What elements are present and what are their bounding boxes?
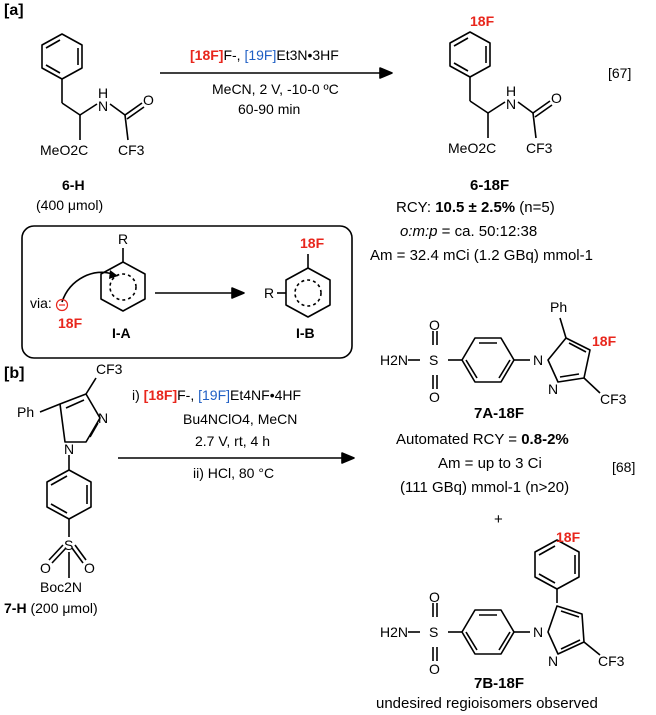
p7b-h2n: H2N [380, 624, 409, 640]
reagent-f19-tail-b: Et4NF•4HF [230, 387, 302, 403]
prod-6f-nh: H [506, 83, 517, 99]
reagents-a: [18F]F-, [19F]Et3N•3HF [190, 47, 339, 63]
reagent-f18-tail-a: F- [223, 47, 237, 63]
p7a-n2: N [548, 381, 559, 397]
reagent-f18-a: [18F] [190, 47, 224, 63]
mechanism-box [21, 225, 353, 359]
sm-7h-structure [39, 377, 101, 578]
molar-activity-b-1: Am = up to 3 Ci [438, 455, 542, 472]
sm-7h-s: S [64, 537, 74, 553]
p7b-f: 18F [556, 529, 581, 545]
p7a-label: 7A-18F [474, 405, 525, 422]
sm-7h-n2: N [98, 410, 109, 426]
sm-7h-o2: O [84, 560, 95, 576]
reagent-f19-b: [19F] [198, 387, 231, 403]
omp-value: = ca. 50:12:38 [437, 223, 538, 240]
sm-7h-label: 7-H [4, 600, 27, 616]
regioisomer-note: undesired regioisomers observed [376, 695, 598, 712]
mech-r: R [118, 231, 129, 247]
ref-67: [67] [608, 65, 632, 81]
conditions-a-2: 60-90 min [238, 101, 301, 117]
reagent-f19-tail-a: Et3N•3HF [276, 47, 339, 63]
molar-activity-b-2: (111 GBq) mmol-1 (n>20) [400, 479, 570, 496]
reagents-b: i) [18F]F-, [19F]Et4NF•4HF [132, 387, 302, 403]
sm-7h-cf3: CF3 [96, 361, 123, 377]
rcy-a-prefix: RCY: [396, 199, 436, 216]
p7a-o1: O [429, 317, 440, 333]
p7a-ph: Ph [550, 299, 568, 315]
prod-6f-ester: MeO2C [448, 140, 497, 156]
p7b-o2: O [429, 661, 440, 677]
intermediate-ia [55, 248, 146, 312]
conditions-b-1: Bu4NClO4, MeCN [183, 411, 298, 427]
panel-a-label: [a] [4, 2, 24, 19]
panel-b-label: [b] [4, 365, 25, 382]
rcy-b: Automated RCY = 0.8-2% [396, 432, 569, 447]
sm-7h-amount: (200 μmol) [30, 600, 98, 616]
rcy-b-value: 0.8-2% [521, 431, 569, 448]
rcy-a: RCY: 10.5 ± 2.5% (n=5) [396, 200, 555, 215]
p7b-cf3: CF3 [598, 653, 625, 669]
sm-6h-amount: (400 μmol) [36, 197, 104, 213]
prod-6f-n: N [506, 96, 517, 112]
mech-ib-label: I-B [296, 325, 315, 341]
sm-6h-nh: H [98, 85, 109, 101]
sm-6h-structure [41, 33, 145, 141]
sm-6h-o: O [143, 92, 154, 108]
reagent-f18-tail-b: F- [177, 387, 191, 403]
p7a-s: S [429, 352, 439, 368]
arrow-b [118, 452, 355, 464]
mech-via: via: [30, 295, 52, 311]
sm-7h-o1: O [40, 560, 51, 576]
sm-7h-ph: Ph [17, 404, 35, 420]
molar-activity-a: Am = 32.4 mCi (1.2 GBq) mmol-1 [370, 247, 593, 264]
reagent-f19-a: [19F] [244, 47, 277, 63]
p7b-n2: N [548, 653, 559, 669]
conditions-a-1: MeCN, 2 V, -10-0 ºC [212, 81, 339, 97]
plus-sign: + [494, 511, 503, 528]
p7a-f: 18F [592, 333, 617, 349]
prod-6f-f: 18F [470, 13, 495, 29]
mech-r2: R [264, 285, 275, 301]
mech-fluoride: 18F [58, 315, 83, 331]
prod-6f-structure [449, 31, 553, 139]
omp-ratio: o:m:p = ca. 50:12:38 [400, 224, 537, 239]
ref-68: [68] [612, 459, 636, 475]
p7b-label: 7B-18F [474, 675, 525, 692]
mechanism-arrow [155, 287, 245, 299]
mech-prod-f: 18F [300, 235, 325, 251]
p7a-h2n: H2N [380, 352, 409, 368]
prod-6f-label: 6-18F [470, 177, 510, 194]
rcy-a-value: 10.5 ± 2.5% [435, 199, 516, 216]
prod-6f-o: O [551, 90, 562, 106]
p7b-s: S [429, 624, 439, 640]
sm-7h-caption: 7-H (200 μmol) [4, 601, 98, 615]
sm-7h-n1: N [64, 441, 75, 457]
sm-6h-n: N [98, 98, 109, 114]
p7b-n1: N [533, 624, 544, 640]
rcy-b-prefix: Automated RCY = [396, 431, 522, 448]
sm-6h-label: 6-H [62, 177, 85, 193]
sm-6h-ester: MeO2C [40, 142, 89, 158]
omp-prefix: o:m:p [400, 223, 438, 240]
p7b-o1: O [429, 589, 440, 605]
step1-prefix: i) [132, 387, 144, 403]
intermediate-ib [277, 254, 331, 318]
p7a-cf3: CF3 [600, 391, 627, 407]
conditions-b-2: 2.7 V, rt, 4 h [195, 433, 270, 449]
prod-7a-structure [408, 317, 601, 394]
p7a-n1: N [533, 352, 544, 368]
prod-6f-cf3: CF3 [526, 140, 553, 156]
rcy-a-suffix: (n=5) [515, 199, 555, 216]
arrow-a [160, 67, 393, 79]
p7a-o2: O [429, 389, 440, 405]
sm-6h-cf3: CF3 [118, 142, 145, 158]
reagent-f18-b: [18F] [143, 387, 178, 403]
mech-ia-label: I-A [112, 325, 131, 341]
sm-7h-boc: Boc2N [40, 579, 83, 595]
prod-7b-structure [408, 539, 601, 661]
conditions-b-3: ii) HCl, 80 °C [193, 465, 275, 481]
